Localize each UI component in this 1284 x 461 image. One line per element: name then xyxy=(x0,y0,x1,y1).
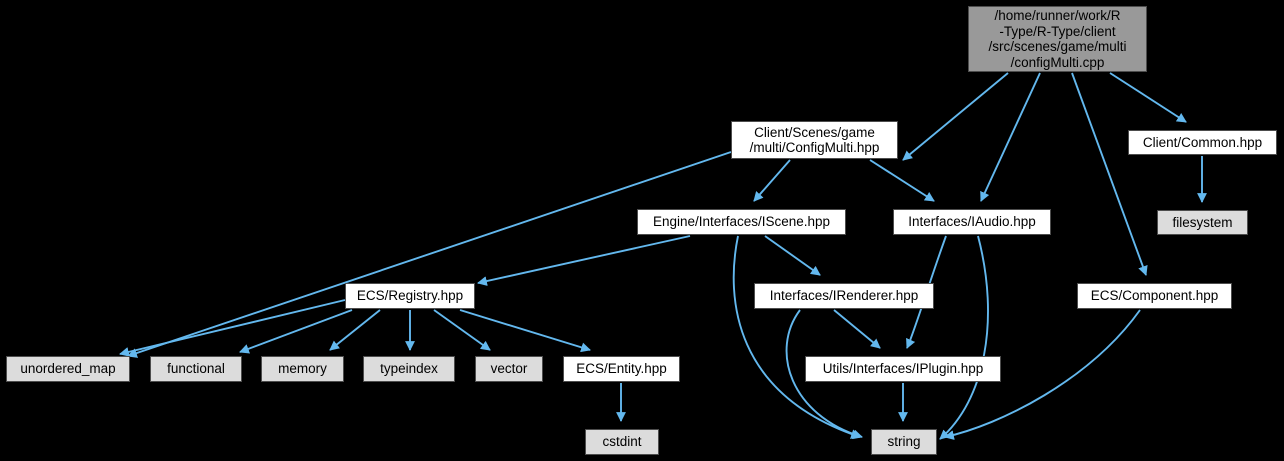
edge-registry-to-vector xyxy=(433,309,491,351)
edge-root-to-iaudio xyxy=(980,72,1041,202)
graph-node-label: ECS/Component.hpp xyxy=(1090,288,1219,304)
graph-node-label: filesystem xyxy=(1172,214,1233,230)
edge-configmulti-to-iaudio xyxy=(869,159,935,202)
graph-node-label: Client/Scenes/game /multi/ConfigMulti.hp… xyxy=(749,124,880,156)
graph-node-iaudio[interactable]: Interfaces/IAudio.hpp xyxy=(893,209,1051,235)
edge-configmulti-to-iscene xyxy=(753,159,791,202)
graph-node-iscene[interactable]: Engine/Interfaces/IScene.hpp xyxy=(637,209,846,235)
graph-node-memory[interactable]: memory xyxy=(261,356,344,382)
edge-root-to-configmulti xyxy=(902,72,1009,161)
graph-node-label: cstdint xyxy=(602,434,642,450)
graph-node-typeindex[interactable]: typeindex xyxy=(363,356,455,382)
graph-node-entity[interactable]: ECS/Entity.hpp xyxy=(563,356,680,382)
graph-node-functional[interactable]: functional xyxy=(150,356,242,382)
graph-node-label: vector xyxy=(490,361,528,377)
graph-node-label: functional xyxy=(167,361,225,377)
edge-registry-to-unordered_map xyxy=(119,299,346,357)
edge-iscene-to-registry xyxy=(477,235,691,286)
graph-node-registry[interactable]: ECS/Registry.hpp xyxy=(345,283,475,309)
graph-node-filesystem[interactable]: filesystem xyxy=(1157,210,1248,235)
edge-iscene-to-string xyxy=(732,235,861,439)
graph-node-label: /home/runner/work/R -Type/R-Type/client … xyxy=(988,8,1127,70)
edge-iaudio-to-string xyxy=(939,235,989,440)
graph-node-unordered_map[interactable]: unordered_map xyxy=(6,356,130,382)
graph-node-configmulti[interactable]: Client/Scenes/game /multi/ConfigMulti.hp… xyxy=(731,121,898,159)
edge-irenderer-to-iplugin xyxy=(833,309,881,349)
edge-registry-to-memory xyxy=(329,309,381,351)
graph-node-label: typeindex xyxy=(380,361,438,377)
graph-node-string[interactable]: string xyxy=(871,429,937,455)
graph-node-label: Interfaces/IRenderer.hpp xyxy=(769,288,919,304)
edge-iscene-to-irenderer xyxy=(764,235,821,276)
graph-node-label: memory xyxy=(278,361,327,377)
graph-node-root[interactable]: /home/runner/work/R -Type/R-Type/client … xyxy=(968,6,1147,72)
edge-root-to-component xyxy=(1071,72,1148,276)
graph-node-label: Client/Common.hpp xyxy=(1142,134,1263,150)
graph-node-label: ECS/Registry.hpp xyxy=(356,288,464,304)
graph-node-label: Interfaces/IAudio.hpp xyxy=(908,214,1036,230)
graph-node-vector[interactable]: vector xyxy=(475,356,543,382)
graph-node-iplugin[interactable]: Utils/Interfaces/IPlugin.hpp xyxy=(805,356,1001,382)
edge-root-to-common xyxy=(1109,72,1187,123)
graph-node-irenderer[interactable]: Interfaces/IRenderer.hpp xyxy=(754,283,934,309)
graph-node-component[interactable]: ECS/Component.hpp xyxy=(1077,283,1232,309)
graph-node-label: ECS/Entity.hpp xyxy=(576,361,667,377)
graph-node-label: Utils/Interfaces/IPlugin.hpp xyxy=(822,361,984,377)
graph-node-label: string xyxy=(887,434,921,450)
graph-node-common[interactable]: Client/Common.hpp xyxy=(1128,130,1277,155)
graph-node-label: Engine/Interfaces/IScene.hpp xyxy=(652,214,831,230)
edges-group xyxy=(119,72,1207,440)
graph-node-cstdint[interactable]: cstdint xyxy=(585,429,659,455)
graph-node-label: unordered_map xyxy=(20,361,116,377)
edge-registry-to-entity xyxy=(459,309,591,353)
edge-configmulti-to-unordered_map xyxy=(127,151,732,358)
edge-registry-to-functional xyxy=(239,309,353,354)
